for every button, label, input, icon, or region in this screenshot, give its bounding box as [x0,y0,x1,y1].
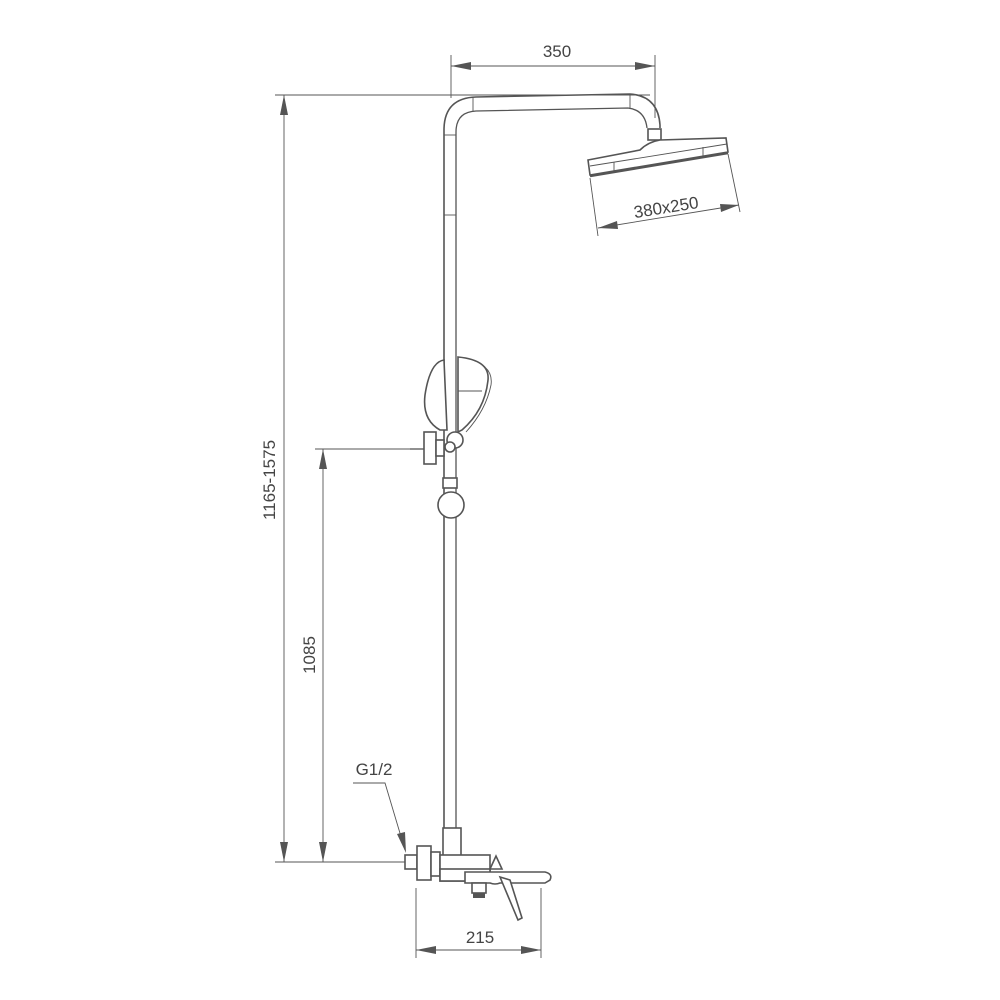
dim-215-label: 215 [466,928,494,947]
dim-1085-label: 1085 [300,636,319,674]
dim-350-label: 350 [543,42,571,61]
dimension-350: 350 [450,42,656,118]
inlet-thread-callout: G1/2 [353,760,406,853]
dimension-height-range: 1165-1575 [260,94,650,863]
overhead-shower-head [587,128,729,178]
dim-head-label: 380x250 [632,193,699,222]
dim-height-label: 1165-1575 [260,440,279,520]
dimension-215: 215 [415,888,542,958]
bath-mixer [404,827,552,922]
inlet-thread-label: G1/2 [356,760,393,779]
hand-shower [410,356,492,519]
dimension-1085: 1085 [300,448,410,862]
shower-column [443,93,661,830]
